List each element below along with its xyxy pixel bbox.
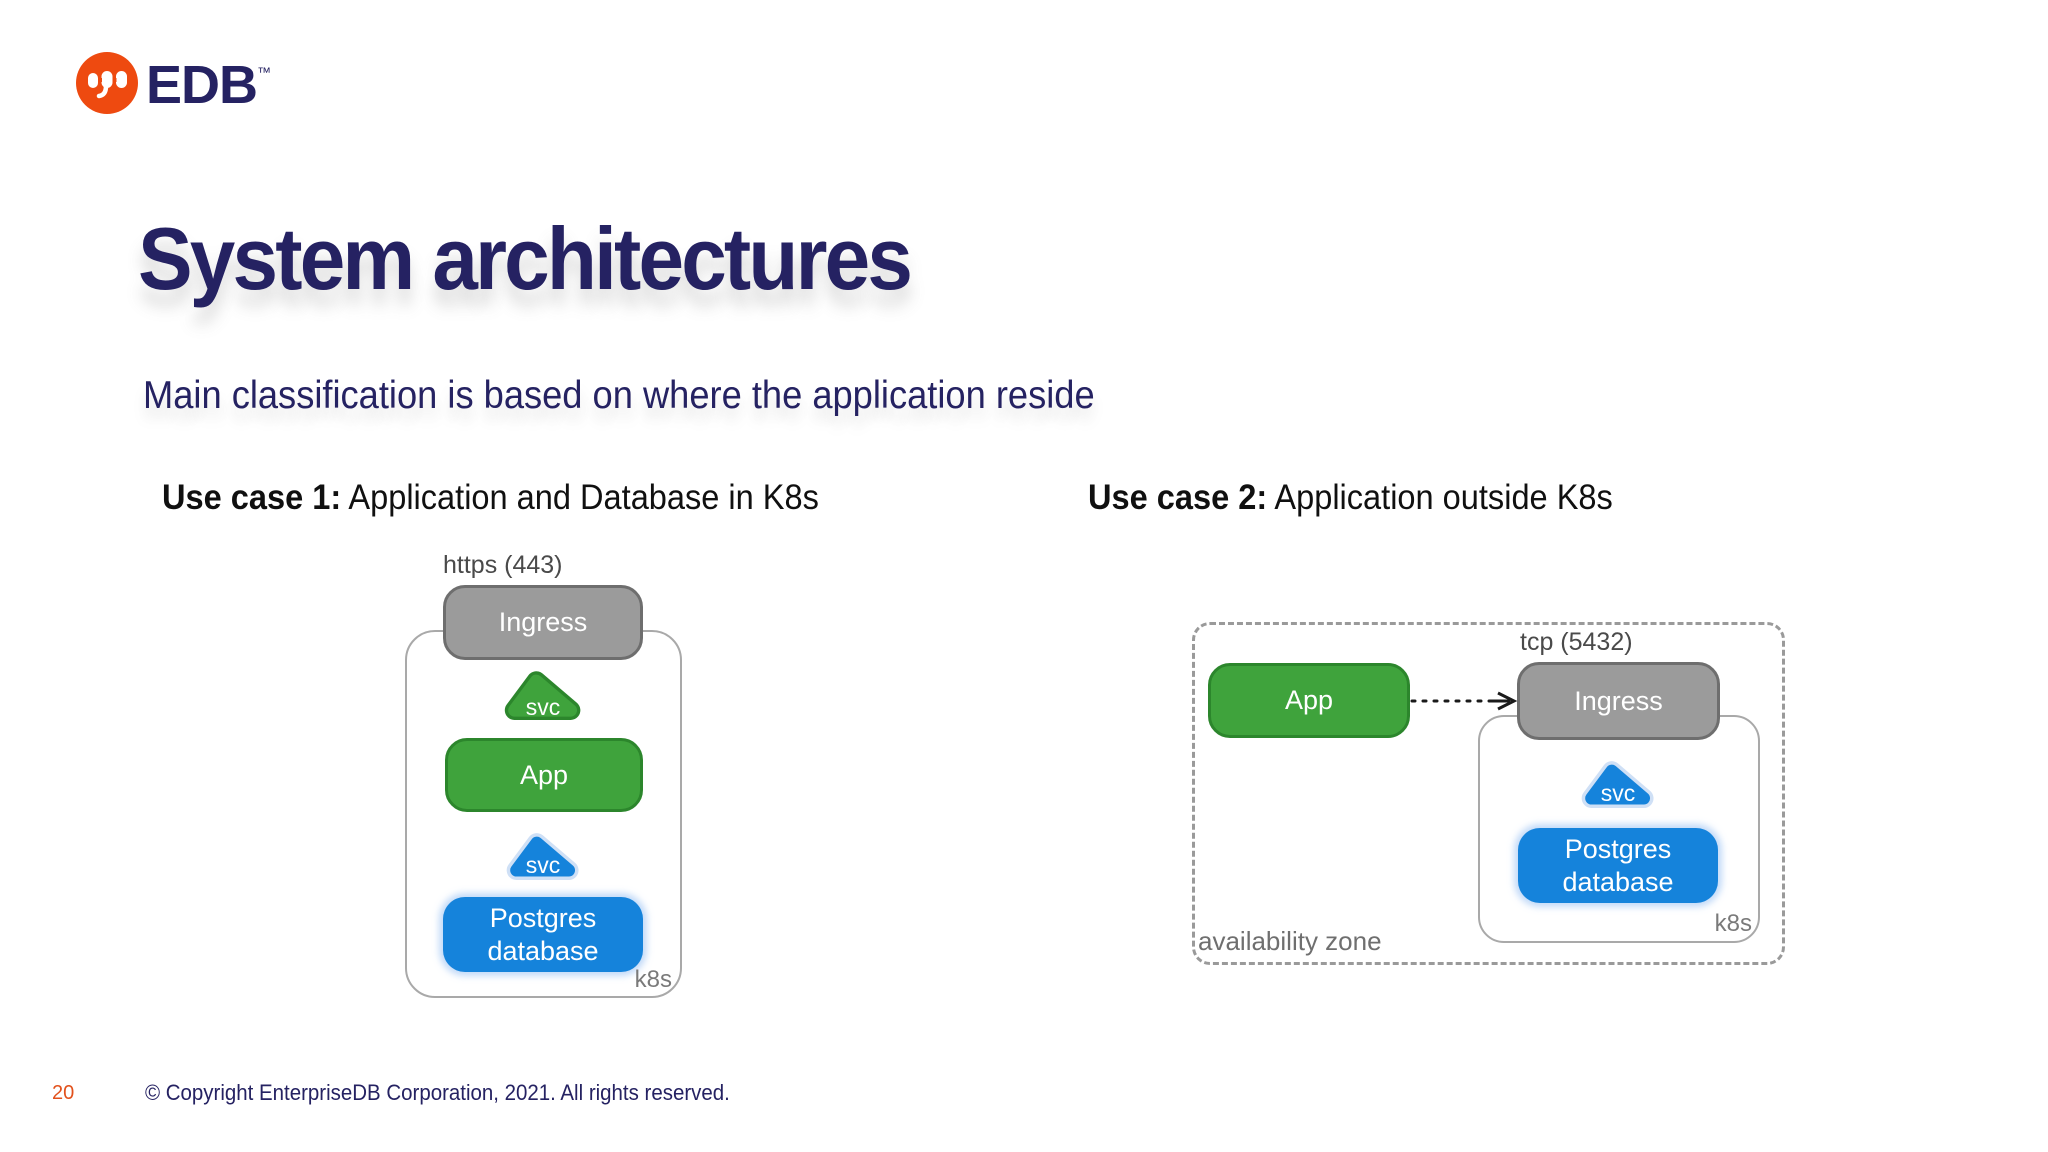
tcp-port-label: tcp (5432) (1520, 628, 1633, 656)
service-shape-green-icon: svc (501, 668, 585, 724)
use-case-2-label: Use case 2: (1088, 478, 1268, 517)
trademark-symbol: ™ (257, 64, 272, 80)
availability-zone-label: availability zone (1198, 926, 1382, 956)
service-label: svc (525, 694, 561, 720)
service-shape-blue-icon: svc (1578, 760, 1658, 810)
use-case-1-description: Application and Database in K8s (341, 478, 819, 517)
use-case-1-heading: Use case 1: Application and Database in … (162, 478, 819, 518)
page-title: System architectures (138, 209, 913, 308)
dotted-arrow-icon (1410, 689, 1518, 713)
use-case-2-heading: Use case 2: Application outside K8s (1088, 478, 1613, 518)
edb-logo-wordmark: EDB™ (146, 54, 271, 116)
copyright-text: © Copyright EnterpriseDB Corporation, 20… (145, 1080, 730, 1105)
service-shape-blue-icon: svc (503, 832, 583, 882)
page-number: 20 (52, 1082, 75, 1104)
k8s-box-label-2: k8s (1714, 910, 1752, 937)
k8s-box-label-1: k8s (634, 966, 672, 993)
slide-subtitle: Main classification is based on where th… (143, 374, 1095, 417)
edb-brand-text: EDB (146, 55, 258, 115)
ingress-node-2: Ingress (1517, 662, 1720, 740)
service-label: svc (525, 852, 561, 878)
app-node-1: App (445, 738, 643, 812)
use-case-1-label: Use case 1: (162, 478, 342, 517)
use-case-2-description: Application outside K8s (1267, 478, 1613, 517)
ingress-node-1: Ingress (443, 585, 643, 660)
app-node-2: App (1208, 663, 1410, 738)
service-label: svc (1600, 780, 1636, 806)
edb-logo-icon (76, 52, 138, 114)
availability-zone-box (1192, 622, 1785, 965)
https-port-label: https (443) (443, 551, 563, 579)
